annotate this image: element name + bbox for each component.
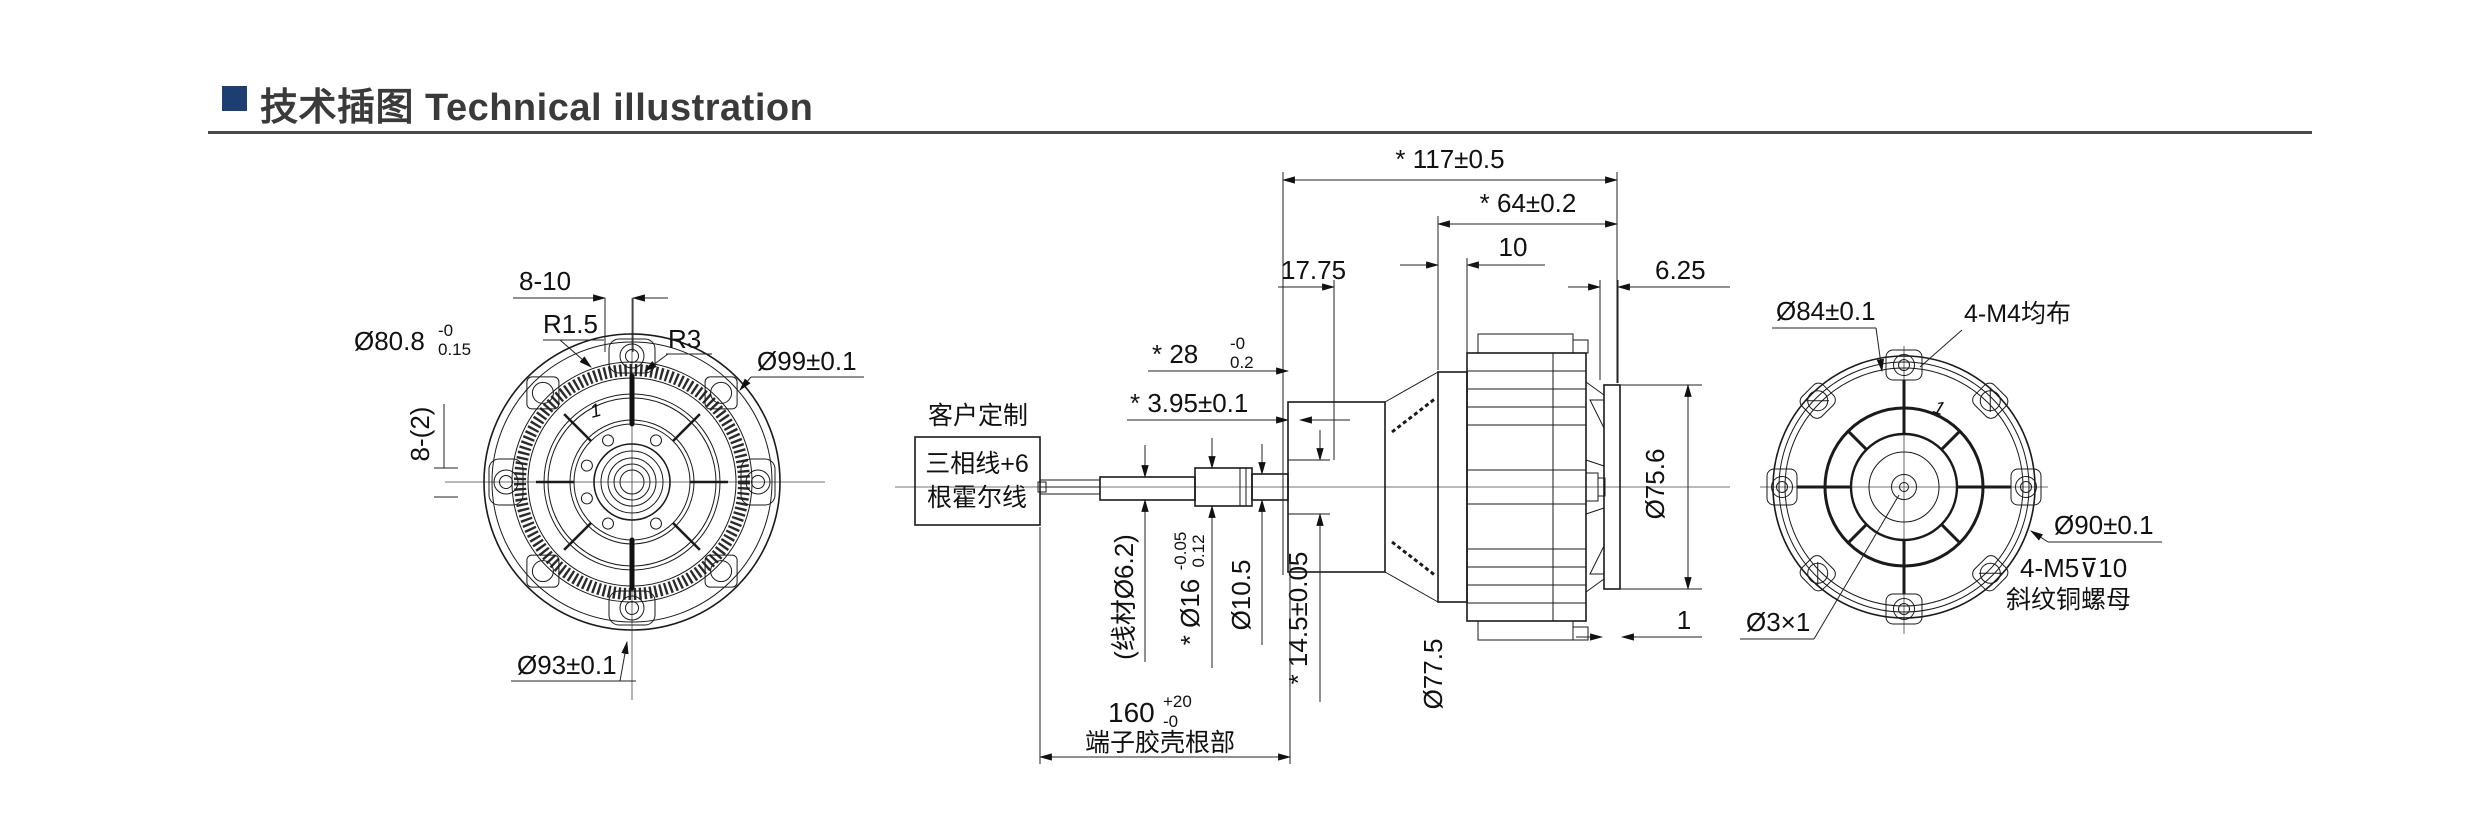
dim-lug-thickness: 8-(2) [405,404,458,498]
wire-note-box [914,436,1041,526]
rear-view: 1 Ø84±0.1 4-M4均布 Ø90±0.1 4-M5⊽10 斜纹铜螺 [1740,296,2162,640]
dim-step-length: * 3.95±0.1 [1127,388,1350,424]
dim-flange-width: 10 [1400,232,1545,370]
dim-pitch-dia-tol-lower: 0.15 [438,340,471,359]
dim-slot-width: 8-10 [513,266,668,352]
front-lug-tab [488,338,776,626]
dim-lug-pitch-dia: Ø93±0.1 [511,640,636,682]
front-mark: 1 [588,400,604,423]
lead-wires [1037,479,1100,495]
rear-boss-m4 [1766,349,2042,625]
rear-mark: 1 [1930,397,1947,420]
front-small-holes [580,434,662,530]
dim-flange-width-text: 10 [1499,232,1528,262]
dim-tip-dia-text: Ø10.5 [1226,560,1256,631]
dim-flat-height-text: * 14.5±0.05 [1283,552,1313,685]
dim-cable-length-text: 160 [1108,697,1155,728]
dim-shaft-dia-text: * Ø16 [1175,579,1205,646]
wire-note-line2: 根霍尔线 [927,484,1027,512]
header-divider [208,131,2312,134]
dim-shaft-dia: * Ø16 -0.05 0.12 [1171,438,1216,668]
dim-rear-bolt-circle-text: Ø84±0.1 [1776,296,1876,326]
dim-rotor-dia: Ø75.6 [1620,383,1702,591]
dim-body-length: * 64±0.2 [1436,188,1619,370]
rear-plate [1603,384,1621,590]
rear-spokes [1797,380,2011,594]
dim-cable-length-tol-upper: +20 [1163,692,1192,711]
dim-plate-thickness: 1 [1576,605,1702,641]
dim-center-hole-text: Ø3×1 [1746,607,1810,637]
page-title: 技术插图 Technical illustration [260,87,814,129]
dim-rear-outer-dia-text: Ø90±0.1 [2054,510,2154,540]
front-view: 1 8-10 R1.5 R3 Ø80 [354,266,864,700]
side-view: 客户定制 三相线+6 根霍尔线 [895,144,1730,764]
front-spokes [536,413,728,551]
dim-flat-height: * 14.5±0.05 [1283,430,1324,702]
dim-slot-width-text: 8-10 [519,266,571,296]
dim-shaft-dia-tol-lower: 0.12 [1189,534,1208,567]
front-lug-diamond [526,376,738,588]
dim-center-hole: Ø3×1 [1740,494,1900,640]
dim-shaft-length-tol-upper: -0 [1230,334,1245,353]
dim-mount-holes-text: 4-M4均布 [1964,300,2071,328]
dim-rear-bolt-circle: Ø84±0.1 [1772,296,1885,373]
dim-radius-outer: R3 [644,324,712,372]
dim-radius-inner: R1.5 [543,309,604,368]
dim-pitch-dia-tol-upper: -0 [438,321,453,340]
dim-radius-inner-text: R1.5 [543,309,598,339]
dim-shaft-length-text: * 28 [1152,339,1198,369]
dim-radius-outer-text: R3 [668,324,701,354]
dim-tip-dia: Ø10.5 [1226,444,1266,645]
dim-front-length-text: 17.75 [1281,255,1346,285]
section-header: 技术插图 Technical illustration [0,0,2481,140]
dim-insert: 4-M5⊽10 斜纹铜螺母 [2006,553,2131,614]
dim-overall-length-text: * 117±0.5 [1395,144,1504,174]
dim-cable-length: 160 +20 -0 端子胶壳根部 [1038,527,1292,764]
dim-pitch-dia-text: Ø80.8 [354,326,425,356]
dim-insert-note-text: 斜纹铜螺母 [2006,586,2131,614]
dim-shaft-dia-tol-upper: -0.05 [1171,532,1190,571]
dim-front-length: 17.75 [1278,255,1346,460]
dim-front-outer-dia: Ø99±0.1 [739,346,864,391]
dim-rear-outer-dia: Ø90±0.1 [2030,510,2162,543]
dim-mount-holes: 4-M4均布 [1919,300,2071,368]
taper-struts [1384,371,1439,603]
motor-body [1466,333,1606,641]
header-bullet-square [222,86,247,111]
dim-wire-dia: (线材Ø6.2) [1109,445,1149,662]
cable-root-note: 端子胶壳根部 [1085,729,1235,757]
dim-insert-spec-text: 4-M5⊽10 [2020,553,2127,583]
dim-shaft-length-tol-lower: 0.2 [1230,353,1254,372]
dim-lug-pitch-dia-text: Ø93±0.1 [517,650,617,680]
wire-note-line1: 三相线+6 [925,450,1029,478]
dim-wire-dia-text: (线材Ø6.2) [1109,534,1139,660]
dim-overall-length: * 117±0.5 [1281,144,1619,575]
dim-body-length-text: * 64±0.2 [1480,188,1577,218]
dim-rear-gap: 6.25 [1568,255,1730,383]
custom-note: 客户定制 [928,402,1028,430]
dim-shaft-length: * 28 -0 0.2 [1148,334,1290,375]
dim-rotor-dia-text: Ø75.6 [1640,449,1670,520]
dim-pitch-dia: Ø80.8 -0 0.15 [354,321,471,359]
knurl-ring [514,364,750,600]
dim-cable-length-tol-lower: -0 [1163,712,1178,731]
dim-front-outer-dia-text: Ø99±0.1 [757,346,857,376]
dim-lug-thickness-text: 8-(2) [405,407,435,462]
dim-step-length-text: * 3.95±0.1 [1130,388,1248,418]
dim-plate-thickness-text: 1 [1677,605,1691,635]
dim-rear-gap-text: 6.25 [1655,255,1706,285]
dim-flange-dia-text: Ø77.5 [1418,639,1448,710]
cable-sheath [1099,476,1196,501]
rear-boss-screw [1799,382,2009,592]
